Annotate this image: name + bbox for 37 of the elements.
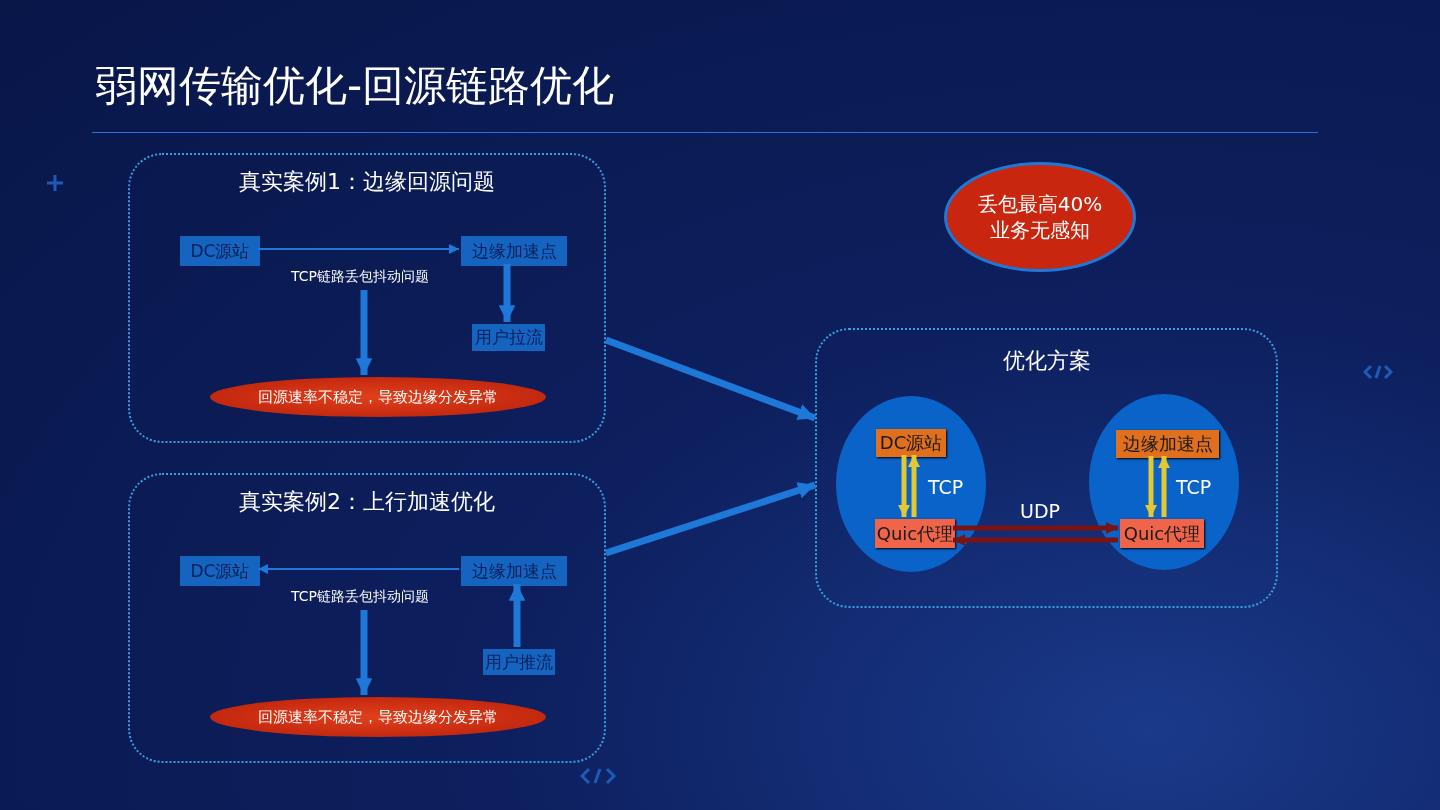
- frame-title: 真实案例2：上行加速优化: [238, 488, 496, 516]
- edge-label: TCP链路丢包抖动问题: [290, 268, 430, 286]
- process-box: 边缘加速点: [461, 236, 567, 266]
- edge-label: TCP: [1176, 476, 1212, 498]
- arrow: [604, 481, 817, 557]
- arrow: [604, 336, 817, 422]
- arrow: [898, 455, 910, 517]
- frame-title: 优化方案: [1001, 347, 1092, 375]
- process-box: DC源站: [180, 556, 260, 586]
- process-box: 边缘加速点: [1116, 430, 1219, 458]
- process-box: 边缘加速点: [461, 556, 567, 586]
- arrow: [508, 584, 526, 647]
- frame-title: 真实案例1：边缘回源问题: [238, 168, 496, 196]
- process-box: 用户推流: [483, 649, 555, 675]
- process-box: Quic代理: [1120, 519, 1204, 548]
- arrow: [498, 264, 516, 322]
- result-ellipse: 回源速率不稳定，导致边缘分发异常: [210, 697, 546, 737]
- edge-label: TCP: [928, 476, 964, 498]
- process-box: DC源站: [180, 236, 260, 266]
- edge-label: UDP: [1019, 500, 1061, 522]
- dotted-frame: [815, 328, 1278, 608]
- arrow: [908, 455, 920, 517]
- process-box: DC源站: [876, 429, 946, 457]
- arrow: [953, 522, 1118, 534]
- slide-title: 弱网传输优化-回源链路优化: [95, 60, 615, 112]
- dotted-frame: [128, 153, 606, 443]
- note-ellipse: 丢包最高40% 业务无感知: [944, 162, 1136, 272]
- dotted-frame: [128, 473, 606, 763]
- arrow: [1145, 456, 1157, 517]
- arrow: [953, 534, 1118, 546]
- arrow: [257, 564, 460, 574]
- result-ellipse: 回源速率不稳定，导致边缘分发异常: [210, 377, 546, 417]
- arrow: [1158, 456, 1170, 517]
- edge-label: TCP链路丢包抖动问题: [290, 588, 430, 606]
- process-box: 用户拉流: [472, 324, 545, 351]
- arrow: [257, 244, 460, 254]
- process-box: Quic代理: [875, 519, 955, 548]
